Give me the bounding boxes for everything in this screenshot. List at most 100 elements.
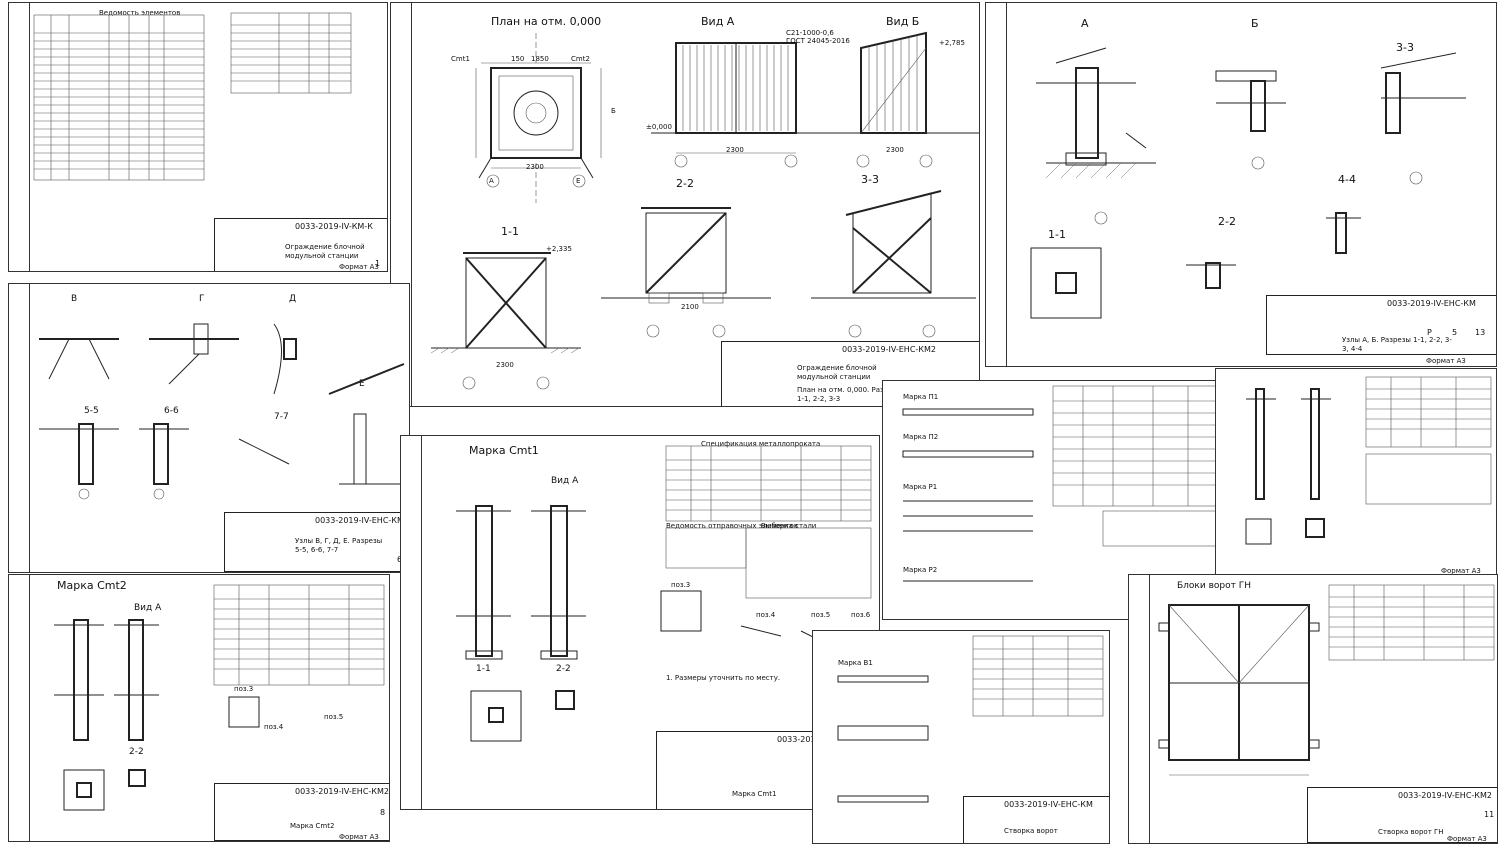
node-v-title: В	[71, 294, 78, 304]
table-title-specification: Спецификация металлопроката	[701, 440, 821, 448]
dim-2100-sec2: 2100	[681, 303, 699, 311]
gate-leaf-graphic	[837, 635, 1104, 803]
mark-2785: +2,785	[939, 39, 965, 47]
format-label: Формат А3	[339, 263, 379, 271]
section-3-3-title: 3-3	[861, 173, 879, 186]
node-a-title: А	[1081, 17, 1089, 30]
dim-150: 150	[511, 55, 525, 63]
sheet-margin-strip	[9, 3, 30, 271]
pos6-label: поз.6	[851, 611, 871, 619]
sheet-gate-blocks[interactable]: Блоки ворот ГН 0033-2019-IV-ЕНС-КМ2 С	[1128, 574, 1498, 844]
dim-2300-plan: 2300	[526, 163, 544, 171]
title-block: 0033-2019-IV-ЕНС-КМ2 Ограждение блочной …	[721, 341, 979, 406]
marks-graphic	[902, 385, 1219, 582]
sheet-margin-strip	[1129, 575, 1150, 843]
section-1-1-title: 1-1	[1048, 228, 1066, 241]
sheet-margin-strip	[986, 3, 1007, 366]
column-label-right: Cmt2	[571, 55, 590, 63]
sheet-element-list[interactable]: Ведомость элементов	[8, 2, 388, 272]
format-label: Формат А3	[1426, 357, 1466, 365]
drawing-code: 0033-2019-IV-КМ-К	[295, 222, 373, 231]
dim-2300-view-b: 2300	[886, 146, 904, 154]
dim-1850: 1850	[531, 55, 549, 63]
sheet-margin-strip	[401, 436, 422, 809]
section-3-3-title: 3-3	[1396, 41, 1414, 54]
section-2-2-title: 2-2	[676, 177, 694, 190]
element-table-graphic	[33, 12, 352, 181]
table-title-steel: Выборка стали	[761, 522, 817, 530]
drawing-code: 0033-2019-IV-ЕНС-КМ2	[842, 345, 936, 354]
section-7-7-title: 7-7	[274, 412, 289, 422]
section-1-1-title: 1-1	[476, 664, 491, 674]
pos3-label: поз.3	[234, 685, 254, 693]
sheet-name: План на отм. 0,000. Разрезы 1-1, 2-2, 3-…	[797, 386, 902, 403]
sheet-column-cmt1[interactable]: Марка Cmt1 Вид А 1-1 2-2 Спецификация ме…	[400, 435, 880, 810]
pos5-label: поз.5	[811, 611, 831, 619]
stamp-title: Марка Cmt1	[732, 790, 777, 798]
node-g-title: Г	[199, 294, 205, 304]
table-title-shipping: Ведомость отправочных элементов	[666, 522, 799, 530]
drawing-code: 0033-2019-IV-ЕНС-КМ2	[295, 787, 389, 796]
section-4-4-title: 4-4	[1338, 173, 1356, 186]
view-a-title: Вид А	[134, 603, 162, 613]
sheet-number: 6	[397, 555, 402, 564]
sheet-nodes-v-g[interactable]: В Г Д Е 5-5 6-6 7-7 0033-2019	[8, 283, 410, 573]
drawing-code: 0033-2019-IV-ЕНС-КМ	[1004, 800, 1093, 809]
sheet-title: Марка Cmt2	[57, 579, 127, 592]
pos4-label: поз.4	[264, 723, 284, 731]
view-b-title: Вид Б	[886, 15, 920, 28]
drawing-code: 0033-2019-IV-ЕНС-КМ2	[315, 516, 409, 525]
axis-b: Б	[611, 107, 616, 115]
sheet-margin-strip	[9, 575, 30, 841]
column-graphic	[456, 445, 872, 742]
axis-a: А	[489, 177, 494, 185]
title-block: 0033-2019-IV-ЕНС-КМ2 Створка ворот ГН 11	[1307, 787, 1497, 843]
sheet-total: 13	[1475, 328, 1486, 337]
pos5-label: поз.5	[324, 713, 344, 721]
sheet-number: 5	[1452, 328, 1458, 337]
format-label: Формат А3	[1441, 567, 1481, 575]
view-a-title: Вид А	[701, 15, 735, 28]
mark-p1-title: Марка П1	[903, 393, 939, 401]
view-a-title: Вид А	[551, 476, 579, 486]
sheet-plan-sections[interactable]: План на отм. 0,000 Вид А Вид Б 1-1 2-2 3…	[390, 2, 980, 407]
section-1-1-title: 1-1	[501, 225, 519, 238]
dim-2300-view-a: 2300	[726, 146, 744, 154]
sheet-title: Ведомость элементов	[99, 9, 181, 17]
drawing-code: 0033-2019-IV-ЕНС-КМ2	[1398, 791, 1492, 800]
title-block: 0033-2019-IV-ЕНС-КМ Створка ворот	[963, 796, 1109, 843]
node-d-title: Д	[289, 294, 297, 304]
sheet-nodes-a-b[interactable]: А Б 3-3 1-1 2-2 4-4	[985, 2, 1497, 367]
pos4-label: поз.4	[756, 611, 776, 619]
mark-r2-title: Марка Р2	[903, 566, 938, 574]
sheet-title: Блоки ворот ГН	[1177, 581, 1251, 591]
title-block: 0033-2019-IV-ЕНС-КМ2 Узлы В, Г, Д, Е. Ра…	[224, 512, 409, 572]
stamp-title: Узлы В, Г, Д, Е. Разрезы 5-5, 6-6, 7-7	[295, 537, 383, 554]
sheet-margin-strip	[391, 3, 412, 406]
column-graphic	[54, 584, 385, 811]
stamp-title: Створка ворот ГН	[1378, 828, 1444, 836]
sheet-column-detail[interactable]: Формат А3	[1215, 368, 1497, 578]
mark-r1-title: Марка Р1	[903, 483, 938, 491]
sheet-column-cmt2[interactable]: Марка Cmt2 Вид А 2-2 поз.3 поз.4 поз.5	[8, 574, 390, 842]
mark-0000: ±0,000	[646, 123, 672, 131]
mark-p2-title: Марка П2	[903, 433, 939, 441]
format-label: Формат А3	[1447, 835, 1487, 843]
sheet-title: Марка Cmt1	[469, 444, 539, 457]
node-b-title: Б	[1251, 17, 1259, 30]
nodes-graphic	[1030, 47, 1466, 319]
section-2-2-title: 2-2	[129, 747, 144, 757]
plan-title: План на отм. 0,000	[491, 15, 602, 28]
axis-e: Е	[576, 177, 581, 185]
sheet-gate-leaf[interactable]: Марка В1 0033-2019-IV-ЕНС-КМ Створка вор…	[812, 630, 1110, 844]
stamp-title: Ограждение блочной модульной станции	[797, 364, 877, 381]
plan-and-sections-graphic	[430, 31, 979, 390]
sheet-number: 1	[375, 259, 381, 268]
sheet-number: 8	[380, 808, 386, 817]
pos3-label: поз.3	[671, 581, 691, 589]
dim-2300-sec1: 2300	[496, 361, 514, 369]
sheet-margin-strip	[9, 284, 30, 572]
stamp-title: Ограждение блочной модульной станции	[285, 243, 365, 260]
profile-note: С21-1000-0,6	[786, 29, 834, 37]
